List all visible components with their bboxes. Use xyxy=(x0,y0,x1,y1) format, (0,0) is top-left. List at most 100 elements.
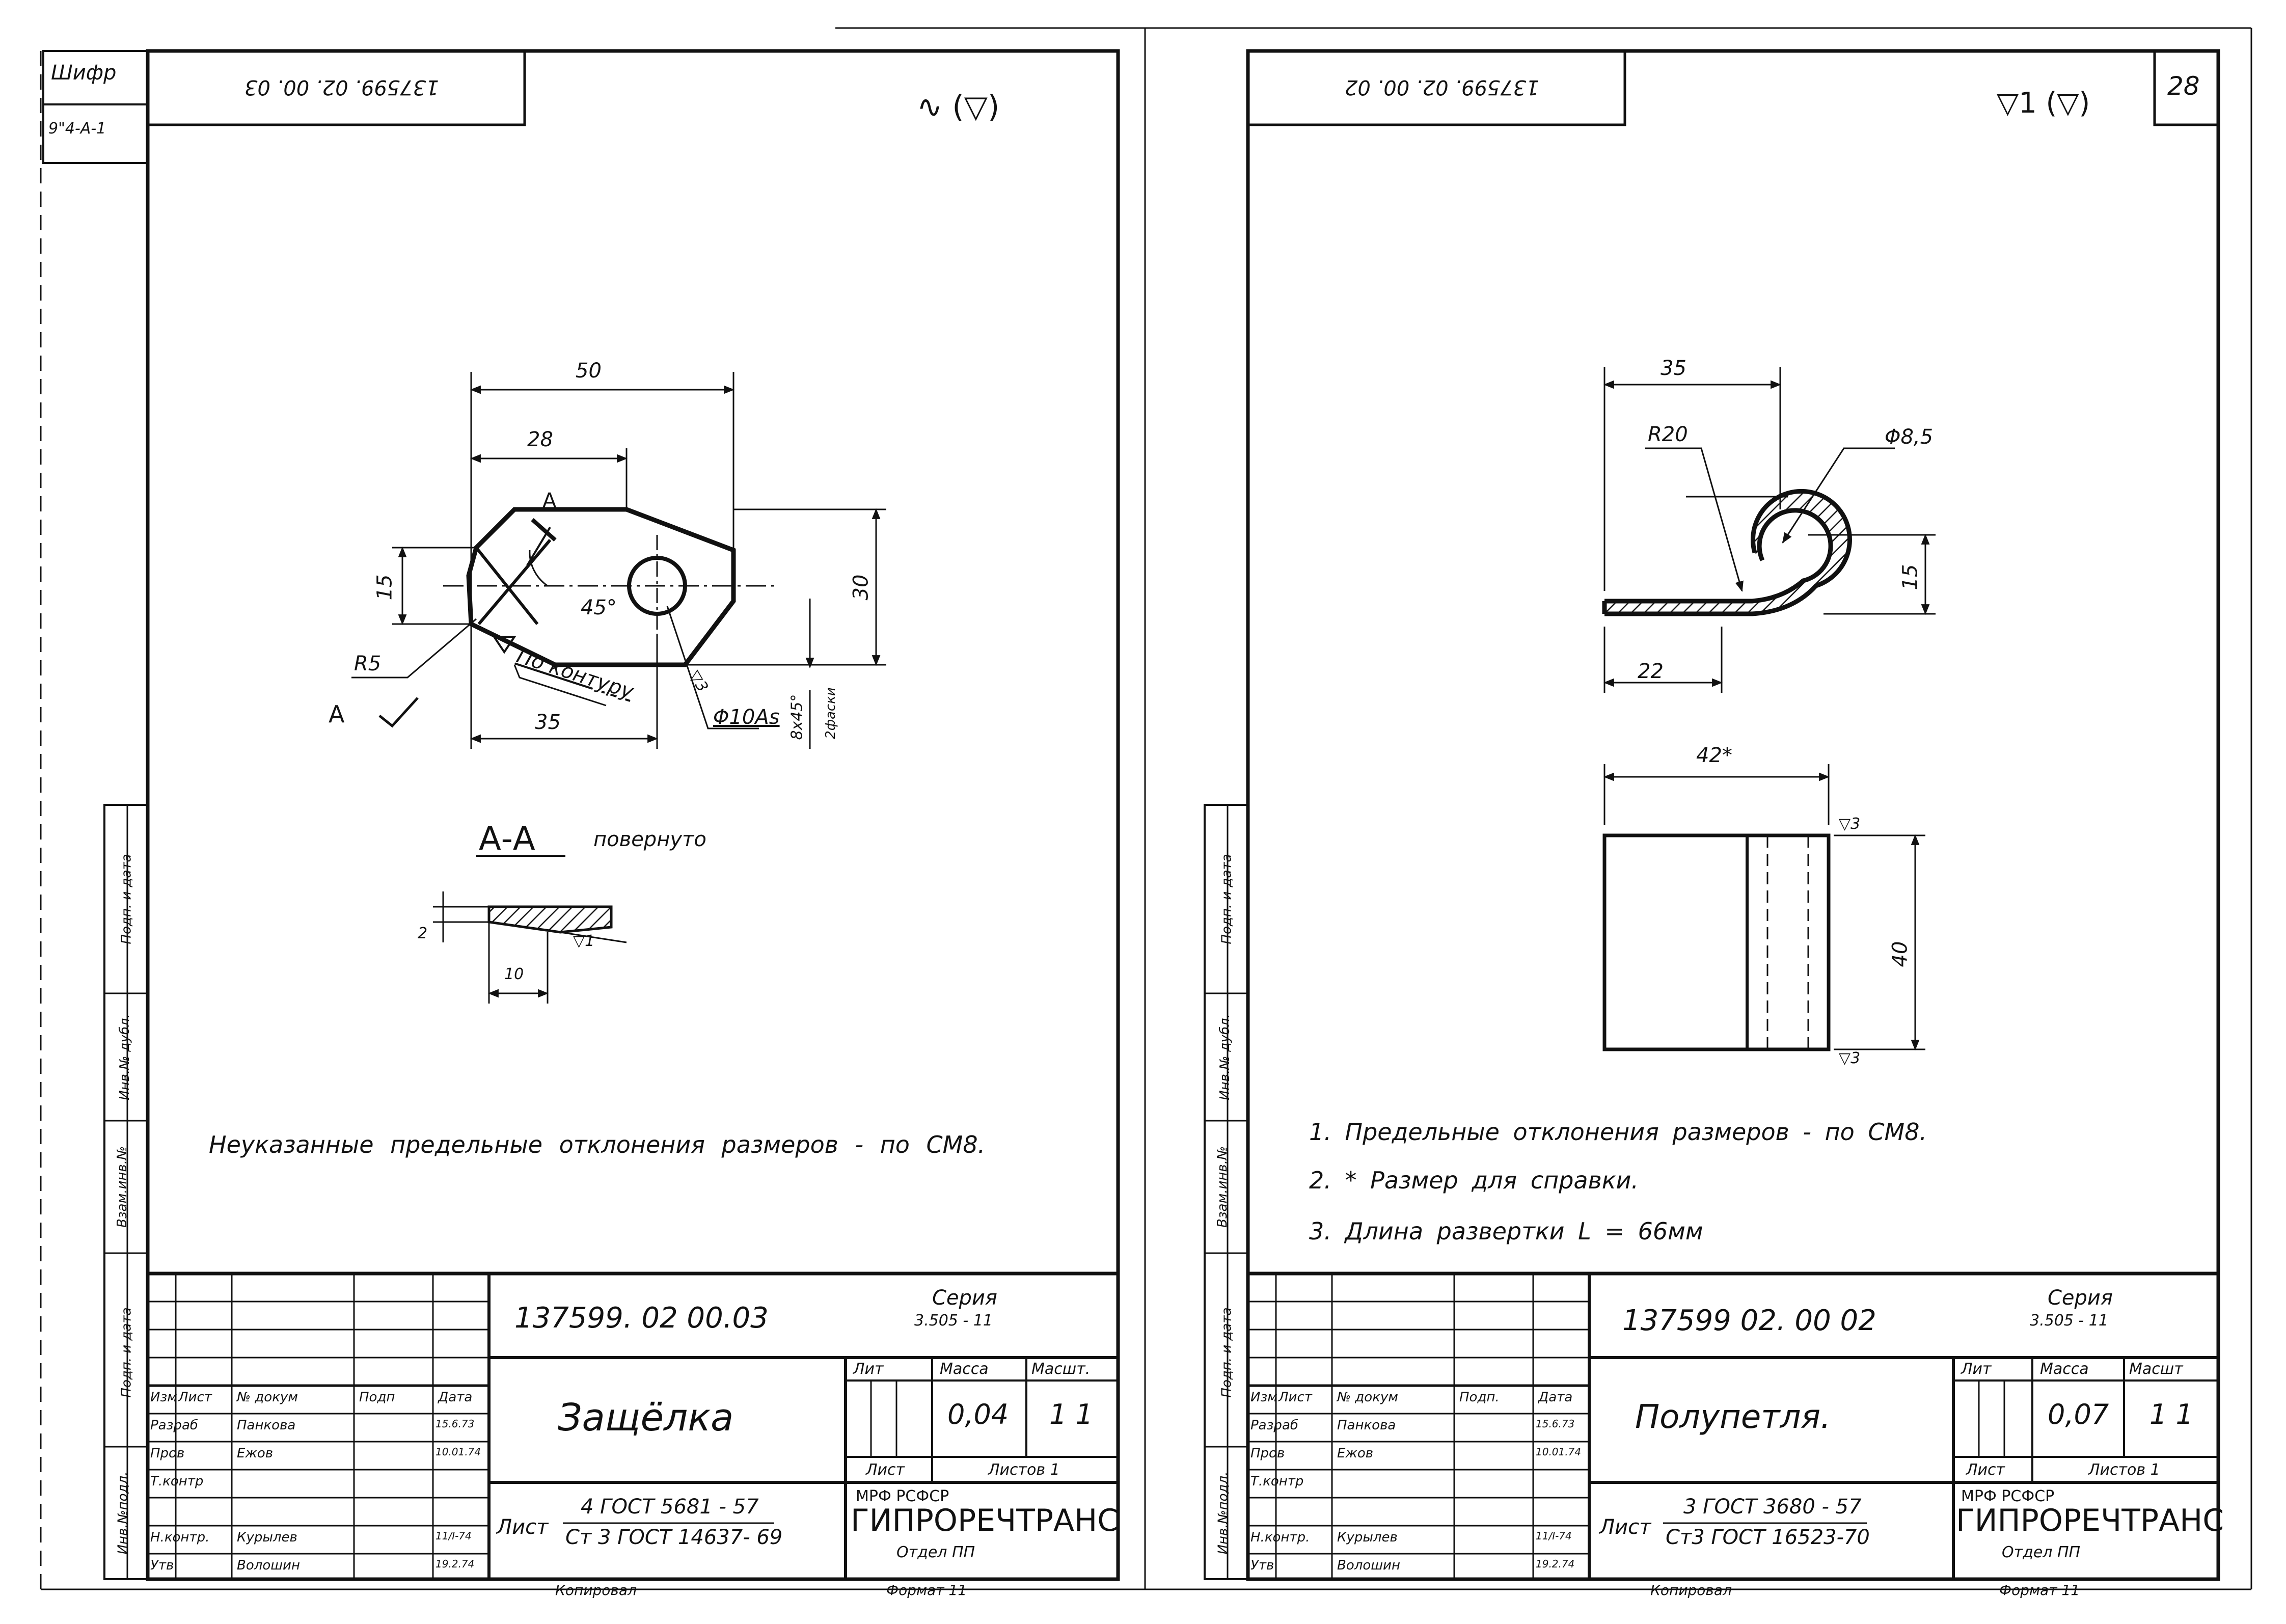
dim-50: 50 xyxy=(576,359,602,383)
right-series-value: 3.505 - 11 xyxy=(2030,1312,2108,1330)
left-row-name: Ежов xyxy=(237,1446,274,1461)
dim-28: 28 xyxy=(527,428,553,451)
right-org2: ГИПРОРЕЧТРАНС xyxy=(1956,1503,2224,1538)
left-row-role: Н.контр. xyxy=(150,1530,210,1545)
right-sheet-number: 28 xyxy=(2167,71,2200,101)
left-hdr-izm: Изм xyxy=(150,1390,177,1405)
right-row-role: Н.контр. xyxy=(1250,1530,1310,1545)
left-row-date: 11/I-74 xyxy=(436,1530,472,1542)
left-format: Формат 11 xyxy=(886,1582,967,1599)
right-side-label: Подп. и дата xyxy=(1219,1307,1235,1398)
left-mass: 0,04 xyxy=(947,1398,1009,1430)
left-material-bottom: Ст 3 ГОСТ 14637- 69 xyxy=(565,1526,783,1549)
dim-chamfer-note: 2фаски xyxy=(823,687,838,739)
right-format: Формат 11 xyxy=(1999,1582,2080,1599)
right-note-3: 3. Длина развертки L = 66мм xyxy=(1309,1217,1703,1245)
right-col-scale: Масшт xyxy=(2129,1360,2183,1378)
dim-22: 22 xyxy=(1638,660,1664,683)
section-mark-bottom: А xyxy=(329,700,345,728)
left-hdr-date: Дата xyxy=(438,1390,473,1405)
right-col-mass: Масса xyxy=(2040,1360,2089,1378)
left-org2: ГИПРОРЕЧТРАНС xyxy=(851,1503,1119,1538)
right-col-lit: Лит xyxy=(1961,1360,1992,1378)
right-row-name: Курылев xyxy=(1337,1530,1398,1545)
left-row-role: Утв xyxy=(150,1558,174,1573)
right-hdr-list: Лист xyxy=(1278,1390,1312,1405)
dim-42: 42* xyxy=(1696,744,1732,767)
dim-r20: R20 xyxy=(1648,423,1688,446)
left-part-name: Защёлка xyxy=(558,1396,734,1440)
left-col-lit: Лит xyxy=(853,1360,884,1378)
right-org3: Отдел ПП xyxy=(2002,1544,2081,1561)
right-org1: МРФ РСФСР xyxy=(1961,1487,2055,1505)
right-side-label: Инв.№подл. xyxy=(1215,1471,1231,1555)
right-hdr-sign: Подп. xyxy=(1459,1390,1500,1405)
left-col-scale: Масшт. xyxy=(1031,1360,1091,1378)
left-note: Неуказанные предельные отклонения размер… xyxy=(209,1131,986,1158)
left-sheet-label: Лист xyxy=(866,1461,905,1479)
dim-roughness-bottom: ▽3 xyxy=(1839,1049,1861,1067)
dim-r5: R5 xyxy=(354,652,382,675)
left-row-name: Панкова xyxy=(237,1418,296,1433)
right-row-date: 15.6.73 xyxy=(1536,1418,1575,1430)
dim-chamfer: 8x45° xyxy=(788,694,806,740)
right-part-name: Полупетля. xyxy=(1635,1398,1831,1436)
right-row-date: 10.01.74 xyxy=(1536,1446,1582,1458)
right-material-top: 3 ГОСТ 3680 - 57 xyxy=(1683,1495,1862,1519)
right-copied: Копировал xyxy=(1650,1582,1732,1599)
right-doc-number: 137599 02. 00 02 xyxy=(1622,1304,1876,1337)
left-org1: МРФ РСФСР xyxy=(856,1487,949,1505)
left-row-role: Т.контр xyxy=(150,1474,204,1489)
right-row-role: Пров xyxy=(1250,1446,1285,1461)
section-note: повернуто xyxy=(593,828,706,851)
left-doc-number: 137599. 02 00.03 xyxy=(514,1302,769,1335)
left-corner-code: 137599. 02. 00. 03 xyxy=(244,75,439,99)
left-org3: Отдел ПП xyxy=(896,1544,975,1561)
right-series-label: Серия xyxy=(2048,1286,2113,1310)
left-roughness-top: ∿ (▽) xyxy=(917,89,1000,125)
right-row-date: 19.2.74 xyxy=(1536,1558,1575,1570)
left-material-top: 4 ГОСТ 5681 - 57 xyxy=(581,1495,759,1519)
dim-hole: Φ10As xyxy=(713,706,780,729)
right-corner-code: 137599. 02. 00. 02 xyxy=(1345,75,1539,99)
section-title: А-А xyxy=(479,820,535,858)
left-series-label: Серия xyxy=(932,1286,997,1310)
right-side-label: Взам.инв.№ xyxy=(1215,1146,1230,1228)
dim-roughness-top: ▽3 xyxy=(1839,815,1861,833)
shifr-label: Шифр xyxy=(51,61,117,85)
left-side-label: Подп. и дата xyxy=(119,854,134,944)
dim-phi: Φ8,5 xyxy=(1885,425,1934,449)
left-row-name: Волошин xyxy=(237,1558,300,1573)
left-side-label: Инв.№подл. xyxy=(115,1471,131,1555)
right-hdr-doc: № докум xyxy=(1337,1390,1398,1405)
right-mass: 0,07 xyxy=(2048,1398,2109,1430)
left-side-label: Взам.инв.№ xyxy=(115,1146,130,1228)
right-scale: 1 1 xyxy=(2149,1398,2193,1430)
left-material-prefix: Лист xyxy=(497,1515,549,1539)
right-row-name: Панкова xyxy=(1337,1418,1396,1433)
dim-40: 40 xyxy=(1888,941,1912,967)
left-col-mass: Масса xyxy=(940,1360,989,1378)
left-row-date: 15.6.73 xyxy=(436,1418,475,1430)
right-material-prefix: Лист xyxy=(1599,1515,1651,1539)
left-row-date: 10.01.74 xyxy=(436,1446,481,1458)
left-hdr-sign: Подп xyxy=(359,1390,395,1405)
right-row-name: Ежов xyxy=(1337,1446,1374,1461)
right-row-role: Т.контр xyxy=(1250,1474,1304,1489)
section-mark-top: А xyxy=(542,489,557,512)
left-row-role: Пров xyxy=(150,1446,185,1461)
shifr-value: 9"4-А-1 xyxy=(48,120,106,138)
dim-15: 15 xyxy=(373,574,397,601)
left-sheets-label: Листов 1 xyxy=(988,1461,1060,1479)
right-side-label: Инв.№ дубл. xyxy=(1217,1014,1233,1100)
section-roughness: ▽1 xyxy=(573,932,595,950)
left-side-label: Подп. и дата xyxy=(119,1307,134,1398)
dim-35: 35 xyxy=(1661,357,1686,380)
right-row-date: 11/I-74 xyxy=(1536,1530,1572,1542)
right-sheets-label: Листов 1 xyxy=(2088,1461,2160,1479)
right-sheet-label: Лист xyxy=(1966,1461,2005,1479)
dim-angle: 45° xyxy=(581,596,617,619)
left-row-name: Курылев xyxy=(237,1530,297,1545)
left-scale: 1 1 xyxy=(1049,1398,1093,1430)
